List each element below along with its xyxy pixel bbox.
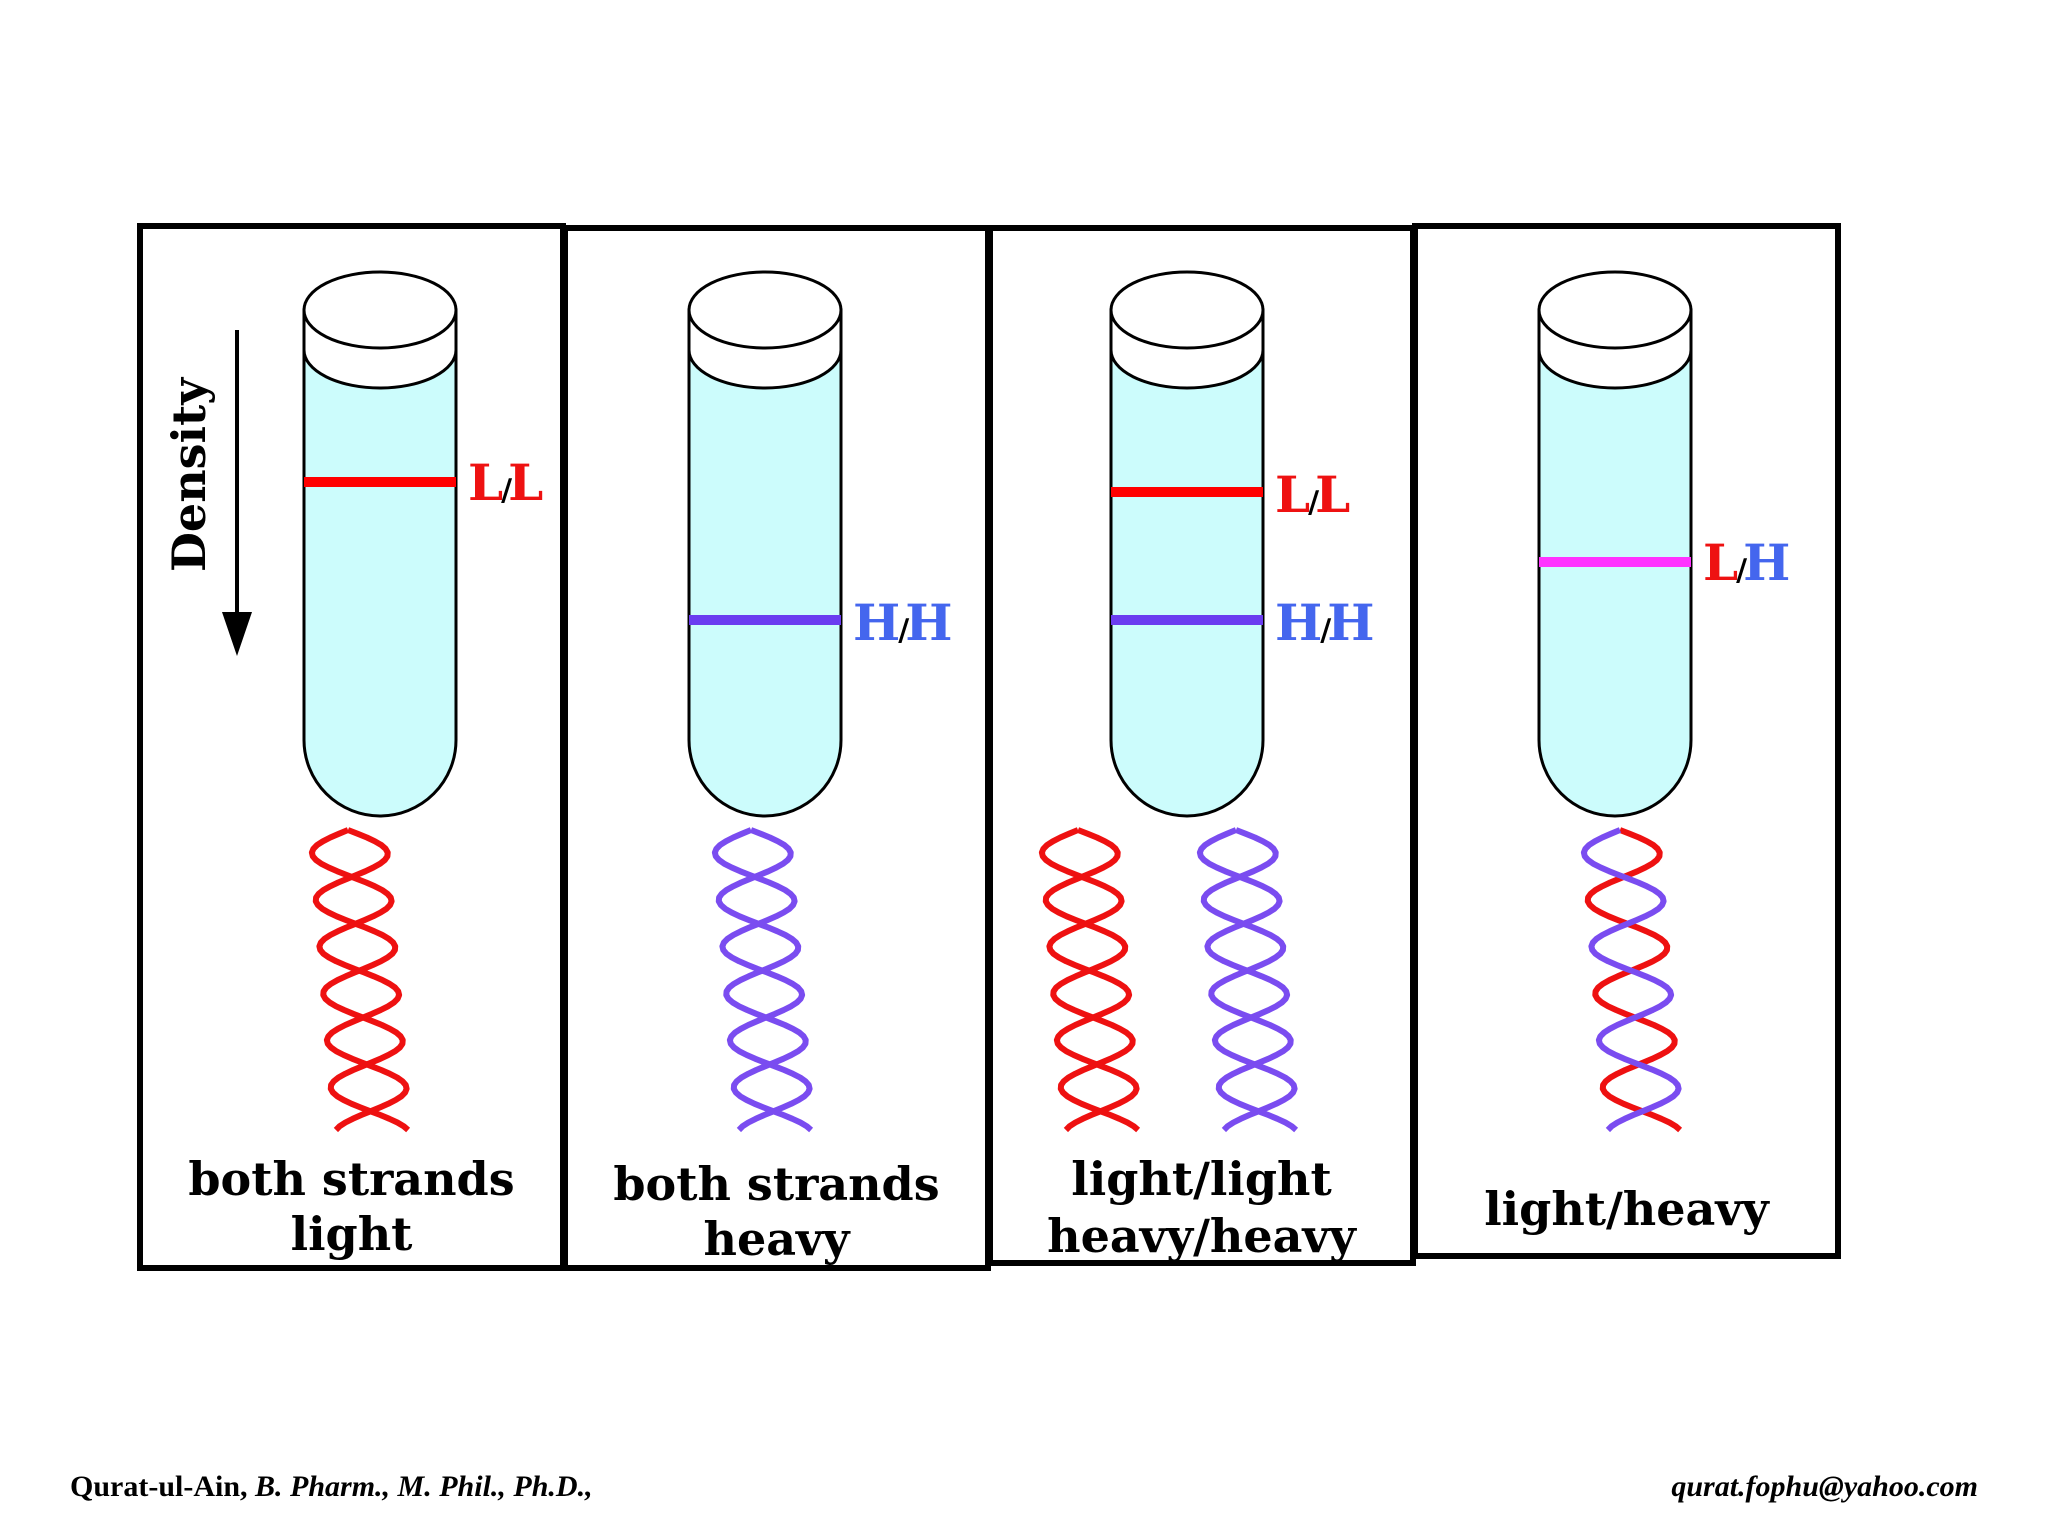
tube-body (687, 338, 843, 818)
panel-caption-line: light/heavy (1484, 1182, 1770, 1236)
band-label-separator: / (1736, 553, 1747, 588)
band-label: L/L (1275, 465, 1350, 524)
author-degrees: B. Pharm., M. Phil., Ph.D., (255, 1470, 593, 1503)
dna-strand (711, 827, 813, 1133)
test-tube (1109, 270, 1265, 818)
panel-caption-line: heavy (704, 1212, 851, 1266)
panel-frame (1412, 223, 1841, 1259)
panel-caption-line: both strands (613, 1157, 939, 1211)
band-label: H/H (853, 593, 952, 652)
author-name: Qurat-ul-Ain, (70, 1470, 248, 1503)
band-label-right: H (1743, 533, 1790, 592)
tube-cap (1109, 270, 1265, 350)
band-label-separator: / (1308, 485, 1319, 520)
panel-caption-line: light (291, 1207, 414, 1261)
panel-caption-line: light/light (1071, 1152, 1332, 1206)
dna-helix (1038, 827, 1141, 1133)
dna-helix (1196, 827, 1299, 1133)
band-label-separator: / (1320, 613, 1331, 648)
dna-helix (1580, 827, 1683, 1133)
footer-email: qurat.fophu@yahoo.com (1671, 1470, 1978, 1503)
dna-strand (1200, 827, 1299, 1133)
density-arrowhead (222, 612, 252, 656)
tube-body (1537, 338, 1693, 818)
band-label: L/L (468, 453, 543, 512)
band-label-right: H (1327, 593, 1374, 652)
test-tube (1537, 270, 1693, 818)
band-label: H/H (1275, 593, 1374, 652)
dna-strand (715, 827, 814, 1133)
dna-strand (1580, 827, 1682, 1133)
tube-body (302, 338, 458, 818)
dna-strand (1038, 827, 1140, 1133)
tube-cap (302, 270, 458, 350)
panel-caption-line: heavy/heavy (1047, 1209, 1357, 1263)
band-label-left: L (468, 453, 503, 512)
band-label-right: L (1315, 465, 1350, 524)
footer-author: Qurat-ul-Ain, B. Pharm., M. Phil., Ph.D.… (70, 1470, 593, 1504)
density-label: Density (162, 377, 216, 572)
band-label-left: H (1275, 593, 1322, 652)
band-label-left: L (1703, 533, 1738, 592)
band-label: L/H (1703, 533, 1790, 592)
panel-caption-line: both strands (188, 1152, 514, 1206)
dna-helix (711, 827, 814, 1133)
band-label-right: L (508, 453, 543, 512)
dna-strand (1584, 827, 1683, 1133)
band-label-left: H (853, 593, 900, 652)
tube-cap (687, 270, 843, 350)
tube-body (1109, 338, 1265, 818)
test-tube (687, 270, 843, 818)
band-label-separator: / (501, 473, 512, 508)
band-label-right: H (905, 593, 952, 652)
dna-strand (312, 827, 411, 1133)
band-label-left: L (1275, 465, 1310, 524)
tube-cap (1537, 270, 1693, 350)
dna-strand (1196, 827, 1298, 1133)
test-tube (302, 270, 458, 818)
dna-helix (308, 827, 411, 1133)
dna-strand (1042, 827, 1141, 1133)
dna-strand (308, 827, 410, 1133)
band-label-separator: / (898, 613, 909, 648)
